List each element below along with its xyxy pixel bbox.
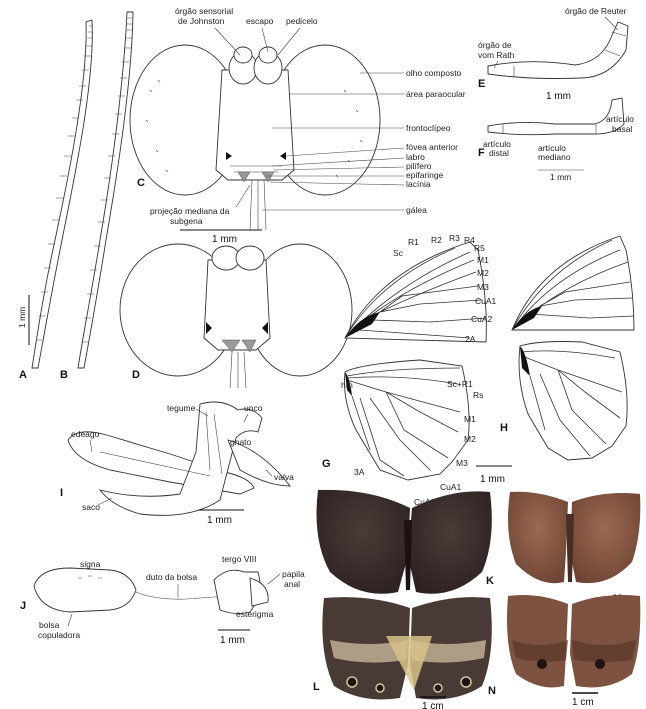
svg-text:M1: M1: [464, 414, 476, 424]
svg-text:tergo VIII: tergo VIII: [222, 554, 257, 564]
svg-text:R5: R5: [474, 243, 485, 253]
label-escapo: escapo: [246, 16, 274, 26]
svg-text:vom Rath: vom Rath: [478, 50, 515, 60]
palp-e-scale: 1 mm: [546, 91, 571, 102]
svg-text:CuA1: CuA1: [475, 296, 497, 306]
head-frontal-view: [130, 45, 380, 230]
svg-text:copuladora: copuladora: [38, 630, 80, 640]
svg-text:CuA2: CuA2: [471, 314, 493, 324]
label-orgao-sensorial: órgão sensorial: [175, 6, 233, 16]
butterfly-m-dorsal-brown: [508, 492, 640, 583]
svg-text:R1: R1: [408, 237, 419, 247]
svg-text:basal: basal: [612, 124, 632, 134]
svg-text:mediano: mediano: [538, 152, 571, 162]
svg-text:subgena: subgena: [170, 216, 203, 226]
panel-b-label: B: [60, 369, 68, 381]
svg-text:1 mm: 1 mm: [212, 234, 237, 245]
panel-l-label: L: [313, 681, 320, 693]
svg-text:1 mm: 1 mm: [220, 635, 245, 646]
svg-text:distal: distal: [489, 148, 509, 158]
svg-text:R3: R3: [449, 233, 460, 243]
svg-text:saco: saco: [82, 502, 100, 512]
label-fovea-anterior: fóvea anterior: [406, 142, 458, 152]
panel-n-label: N: [488, 685, 496, 697]
svg-text:1 cm: 1 cm: [422, 701, 444, 709]
svg-text:1 mm: 1 mm: [480, 474, 505, 485]
svg-text:bolsa: bolsa: [39, 620, 60, 630]
svg-text:M3: M3: [456, 458, 468, 468]
svg-text:2A: 2A: [465, 334, 476, 344]
label-lacinia: lacínia: [406, 179, 431, 189]
svg-text:Rs: Rs: [473, 390, 483, 400]
butterfly-n-ventral-brown: [507, 595, 640, 688]
label-galea: gálea: [406, 205, 427, 215]
butterfly-l-ventral: [322, 597, 491, 699]
palp-f-scale: 1 mm: [550, 172, 571, 182]
palp-segmented-view: [488, 98, 624, 135]
head-scale-bar: 1 mm: [180, 230, 262, 245]
panel-e-label: E: [478, 78, 485, 90]
svg-text:Sc: Sc: [393, 248, 404, 258]
hindwing-venation: [344, 360, 469, 480]
panel-k-label: K: [486, 575, 494, 587]
svg-text:papila: papila: [282, 569, 305, 579]
svg-text:de Johnston: de Johnston: [178, 16, 225, 26]
svg-text:M1: M1: [477, 255, 489, 265]
panel-i-label: I: [60, 487, 63, 499]
male-genitalia: [68, 402, 290, 515]
female-scale-bar: 1 mm: [218, 630, 250, 646]
head-posterior-view: [120, 244, 352, 388]
svg-text:3A: 3A: [354, 467, 365, 477]
svg-text:unco: unco: [244, 403, 263, 413]
panel-d-label: D: [132, 369, 140, 381]
photo-mn-scale-bar: 1 cm: [572, 693, 598, 708]
svg-text:tegume: tegume: [167, 403, 196, 413]
svg-text:esterigma: esterigma: [236, 609, 274, 619]
label-olho-composto: olho composto: [406, 68, 462, 78]
panel-a-label: A: [19, 369, 27, 381]
label-orgao-vom-rath: órgão de: [478, 40, 512, 50]
svg-text:duto da bolsa: duto da bolsa: [146, 572, 197, 582]
forewing-venation: [345, 242, 486, 342]
butterfly-k-dorsal-dark: [317, 490, 492, 594]
svg-text:1 mm: 1 mm: [207, 515, 232, 526]
label-frontoclipeo: frontoclípeo: [406, 123, 451, 133]
panel-c-label: C: [137, 177, 145, 189]
svg-text:hm: hm: [341, 380, 353, 390]
svg-text:1 cm: 1 cm: [572, 697, 594, 708]
label-area-paraocular: área paraocular: [406, 89, 466, 99]
svg-text:R2: R2: [431, 235, 442, 245]
svg-text:Sc+R1: Sc+R1: [447, 379, 473, 389]
label-projecao-mediana: projeção mediana da: [150, 206, 230, 216]
wing-scale-bar: 1 mm: [476, 466, 512, 485]
svg-text:M3: M3: [477, 282, 489, 292]
label-orgao-reuter: órgão de Reuter: [565, 6, 627, 16]
svg-text:signa: signa: [80, 559, 101, 569]
svg-text:M2: M2: [477, 268, 489, 278]
hindwing-second: [519, 342, 627, 461]
svg-text:CuA1: CuA1: [440, 482, 462, 492]
antenna-a: [32, 20, 93, 368]
panel-h-label: H: [500, 422, 508, 434]
svg-text:gnato: gnato: [230, 437, 252, 447]
svg-text:M2: M2: [464, 434, 476, 444]
svg-text:edeago: edeago: [71, 429, 100, 439]
male-scale-bar: 1 mm: [198, 510, 244, 526]
svg-text:1 mm: 1 mm: [17, 307, 27, 328]
label-articulo-basal: artículo: [606, 114, 634, 124]
antenna-scale-bar: 1 mm: [17, 295, 29, 345]
svg-text:valva: valva: [274, 472, 294, 482]
forewing-second: [512, 236, 634, 330]
label-pedicelo: pedicelo: [286, 16, 318, 26]
panel-j-label: J: [20, 600, 26, 612]
svg-text:anal: anal: [284, 579, 300, 589]
panel-g-label: G: [322, 458, 331, 470]
